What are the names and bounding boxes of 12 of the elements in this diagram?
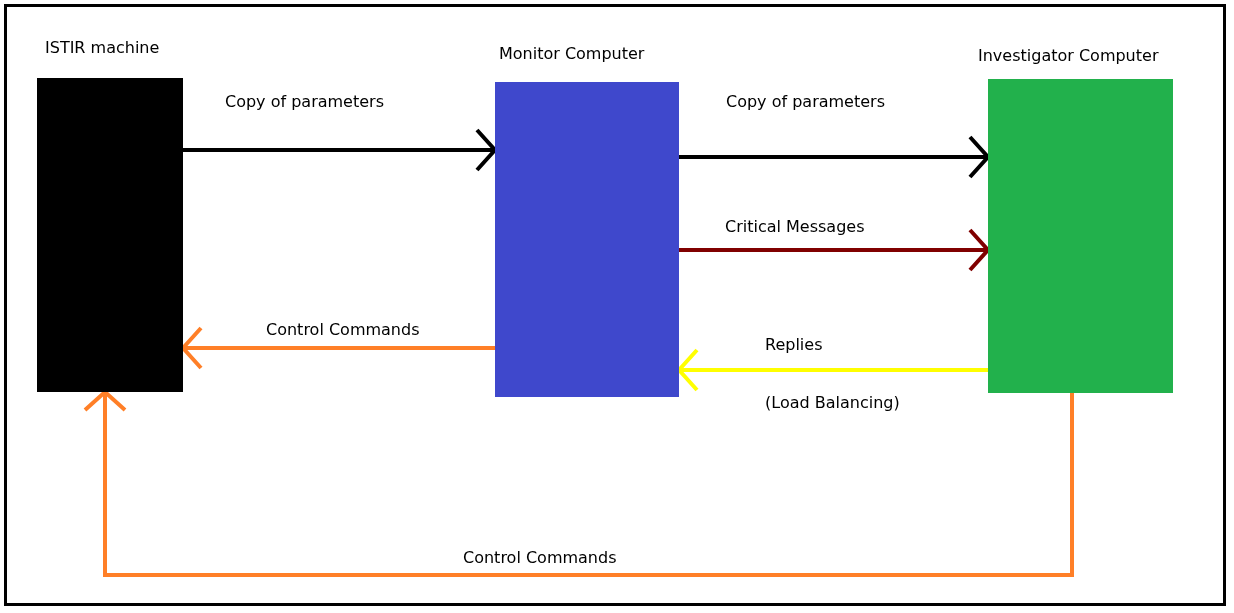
arrow: [83, 390, 1074, 577]
edge-label: Critical Messages: [723, 217, 867, 236]
edge-note: (Load Balancing): [763, 393, 902, 412]
edge-label: Replies: [763, 335, 825, 354]
edge-label: Copy of parameters: [724, 92, 887, 111]
arrow: [679, 228, 990, 272]
node-heading: ISTIR machine: [45, 38, 160, 57]
arrow: [679, 135, 990, 179]
node-heading: Investigator Computer: [978, 46, 1159, 65]
arrow: [183, 128, 497, 172]
node-heading: Monitor Computer: [499, 44, 645, 63]
edge-label: Copy of parameters: [223, 92, 386, 111]
